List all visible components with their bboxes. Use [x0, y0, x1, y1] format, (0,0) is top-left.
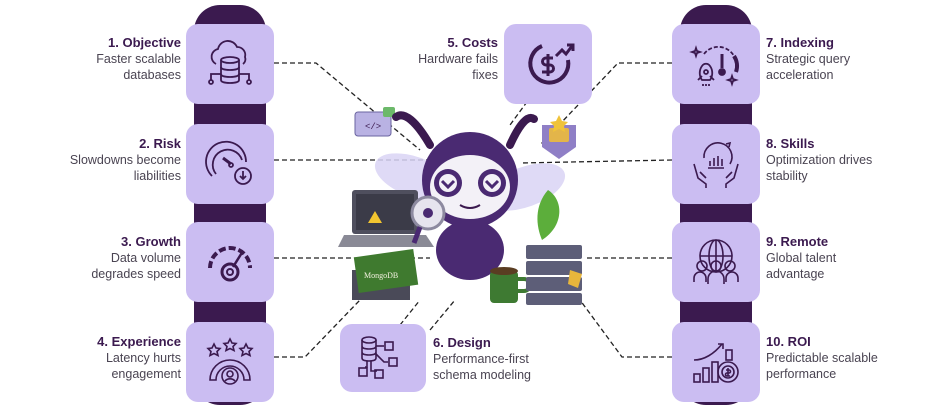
item-title: 7. Indexing	[766, 35, 834, 50]
item-desc: acceleration	[766, 68, 834, 82]
item-title: 2. Risk	[139, 136, 181, 151]
dollar-cycle-icon	[528, 43, 575, 85]
item-label-objective: 1. Objective Faster scalable databases	[96, 35, 181, 83]
item-desc: Performance-first	[433, 352, 529, 366]
magnifier-bug-icon	[410, 195, 446, 244]
item-box-growth	[186, 222, 274, 302]
item-label-risk: 2. Risk Slowdowns become liabilities	[70, 136, 181, 184]
item-desc: stability	[766, 169, 808, 183]
laptop-warning-icon	[338, 190, 434, 247]
item-label-costs: 5. Costs Hardware fails fixes	[418, 35, 498, 83]
item-title: 10. ROI	[766, 334, 811, 349]
schema-tree-icon	[358, 336, 398, 379]
item-desc: schema modeling	[433, 368, 531, 382]
item-label-remote: 9. Remote Global talent advantage	[766, 234, 836, 282]
item-title: 3. Growth	[121, 234, 181, 249]
briefcase-badge-icon	[542, 115, 576, 159]
item-desc: databases	[123, 68, 181, 82]
coffee-mug-icon	[490, 267, 532, 303]
code-card-icon: </>	[354, 107, 395, 137]
item-label-skills: 8. Skills Optimization drives stability	[766, 136, 872, 184]
item-box-costs	[504, 24, 592, 104]
item-box-roi	[672, 322, 760, 402]
item-box-remote	[672, 222, 760, 302]
item-title: 8. Skills	[766, 136, 815, 151]
item-label-growth: 3. Growth Data volume degrades speed	[91, 234, 181, 282]
speedometer-down-icon	[205, 140, 252, 185]
item-label-design: 6. Design Performance-first schema model…	[433, 335, 531, 383]
item-desc: degrades speed	[91, 267, 181, 281]
hands-growth-icon	[693, 141, 739, 188]
item-title: 5. Costs	[447, 35, 498, 50]
user-rating-icon	[206, 337, 254, 385]
item-desc: performance	[766, 367, 837, 381]
item-box-objective	[186, 24, 274, 104]
item-desc: engagement	[111, 367, 181, 381]
item-desc: Hardware fails	[418, 52, 498, 66]
item-desc: Latency hurts	[105, 351, 181, 365]
item-box-skills	[672, 124, 760, 204]
item-label-roi: 10. ROI Predictable scalable performance	[766, 334, 878, 382]
item-desc: fixes	[472, 68, 498, 82]
server-stack-icon	[526, 245, 582, 305]
item-desc: Faster scalable	[96, 52, 181, 66]
item-desc: Data volume	[110, 251, 181, 265]
globe-team-icon	[693, 239, 739, 284]
item-box-risk	[186, 124, 274, 204]
svg-text:MongoDB: MongoDB	[364, 271, 398, 280]
item-box-indexing	[672, 24, 760, 104]
cloud-database-icon	[208, 40, 252, 85]
bee-mascot-illustration: </> MongoDB	[338, 107, 582, 305]
gauge-gear-icon	[208, 246, 252, 282]
mongodb-leaf-icon	[537, 190, 560, 240]
item-box-experience	[186, 322, 274, 402]
mongodb-book-icon: MongoDB	[352, 248, 419, 300]
item-desc: Strategic query	[766, 52, 851, 66]
item-label-experience: 4. Experience Latency hurts engagement	[97, 334, 181, 382]
item-desc: Optimization drives	[766, 153, 873, 167]
item-title: 6. Design	[433, 335, 491, 350]
item-title: 9. Remote	[766, 234, 829, 249]
item-title: 1. Objective	[108, 35, 181, 50]
item-box-design	[340, 324, 426, 392]
rocket-gauge-icon	[689, 45, 740, 87]
item-desc: liabilities	[133, 169, 181, 183]
svg-text:</>: </>	[365, 122, 381, 132]
item-label-indexing: 7. Indexing Strategic query acceleration	[766, 35, 850, 83]
roi-chart-icon	[693, 343, 739, 383]
item-desc: Slowdowns become	[69, 153, 181, 167]
item-desc: advantage	[766, 267, 825, 281]
item-title: 4. Experience	[97, 334, 181, 349]
item-desc: Global talent	[766, 251, 837, 265]
item-desc: Predictable scalable	[766, 351, 878, 365]
